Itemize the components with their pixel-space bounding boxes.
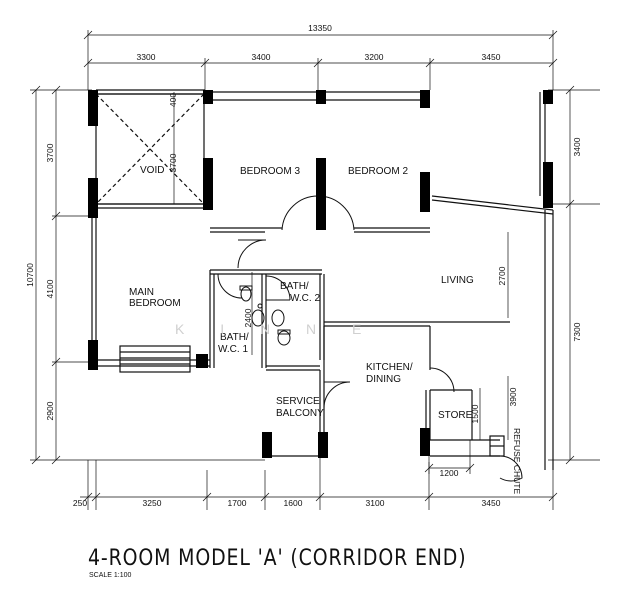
store-dim-b: 3900 [508,387,518,406]
bottom-dim-4: 1600 [284,498,303,508]
store-dim-a: 1500 [470,404,480,423]
bedroom2-label: BEDROOM 2 [348,166,408,177]
room-labels: VOID BEDROOM 3 BEDROOM 2 MAIN BEDROOM LI… [129,165,522,494]
void-dim-a: 400 [168,93,178,107]
kitchen-label-2: DINING [366,374,401,385]
bottom-dim-6: 3450 [482,498,501,508]
store-label: STORE [438,410,473,421]
overall-width-label: 13350 [308,23,332,33]
void-dim-b: 3700 [168,153,178,172]
top-dim-1: 3300 [137,52,156,62]
left-overall-label: 10700 [25,263,35,287]
main-bedroom-label-1: MAIN [129,287,154,298]
doors [217,195,523,482]
left-dim-3: 2900 [45,401,55,420]
watermark: K I N N E [175,321,377,337]
living-label: LIVING [441,275,474,286]
walls [91,89,554,470]
bedroom3-label: BEDROOM 3 [240,166,300,177]
top-dim-4: 3450 [482,52,501,62]
dimension-lines [30,30,600,510]
bath1-label-1: BATH/ [220,332,249,343]
plan-title: 4-ROOM MODEL 'A' (CORRIDOR END) [88,546,467,571]
scale-label: SCALE 1:100 [89,572,132,579]
wc1-toilet-icon [240,286,252,302]
living-height-dim: 2700 [497,266,507,285]
wc2-toilet-icon [277,330,291,346]
top-dim-3: 3200 [365,52,384,62]
left-dim-1: 3700 [45,143,55,162]
right-dim-1: 3400 [572,137,582,156]
bath2-label-2: W.C. 2 [290,293,320,304]
bottom-dim-5: 3100 [366,498,385,508]
wc2-basin-icon [271,309,285,327]
refuse-chute-label: REFUSE CHUTE [512,428,522,494]
bath1-label-2: W.C. 1 [218,344,248,355]
service-balcony-label-2: BALCONY [276,408,324,419]
right-dim-2: 7300 [572,322,582,341]
void-label: VOID [140,165,164,176]
bath-height-dim: 2400 [243,308,253,327]
bottom-dim-1: 250 [73,498,87,508]
left-dim-2: 4100 [45,279,55,298]
main-bedroom-label-2: BEDROOM [129,298,181,309]
bottom-dim-3: 1700 [228,498,247,508]
top-dim-2: 3400 [252,52,271,62]
bottom-dim-2: 3250 [143,498,162,508]
fixtures [239,285,291,346]
bath2-label-1: BATH/ [280,281,309,292]
kitchen-label-1: KITCHEN/ [366,362,413,373]
structural-columns [88,90,553,458]
store-width-dim: 1200 [440,468,459,478]
dimension-labels: 13350 3300 3400 3200 3450 10700 3700 410… [25,23,582,508]
wc1-basin-icon [251,309,265,327]
service-balcony-label-1: SERVICE [276,396,320,407]
